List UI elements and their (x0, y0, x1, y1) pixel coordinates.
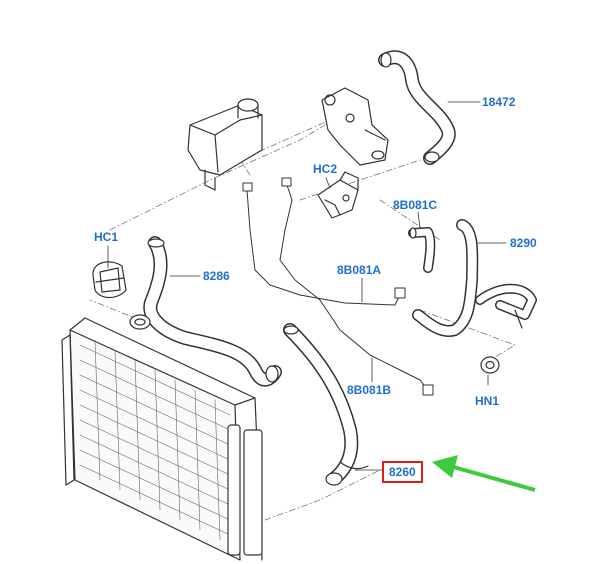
label-8260-highlighted: 8260 (382, 461, 423, 483)
grommet-hn1 (480, 356, 500, 374)
label-hc2: HC2 (313, 162, 338, 176)
hose-8b081c (408, 227, 436, 273)
leader-lines (89, 109, 516, 521)
label-hn1: HN1 (475, 394, 500, 408)
hose-8286 (129, 236, 282, 387)
clamp-hc1 (92, 261, 127, 299)
callout-lines (107, 101, 507, 471)
expansion-tank (187, 98, 263, 191)
radiator-assembly (61, 317, 263, 561)
label-8290: 8290 (510, 236, 537, 250)
label-8b081a: 8B081A (337, 263, 382, 277)
connector-hc2 (317, 171, 359, 219)
label-8b081c: 8B081C (393, 198, 438, 212)
hose-18472 (378, 50, 456, 165)
hose-8260 (283, 323, 369, 486)
harness-8b081 (242, 177, 434, 396)
label-8b081b: 8B081B (347, 383, 392, 397)
label-hc1: HC1 (94, 230, 119, 244)
label-18472: 18472 (482, 95, 516, 109)
label-8286: 8286 (203, 269, 230, 283)
green-pointer-arrow (432, 455, 536, 492)
hose-8290 (412, 219, 537, 337)
coolant-outlet-housing (321, 87, 389, 166)
